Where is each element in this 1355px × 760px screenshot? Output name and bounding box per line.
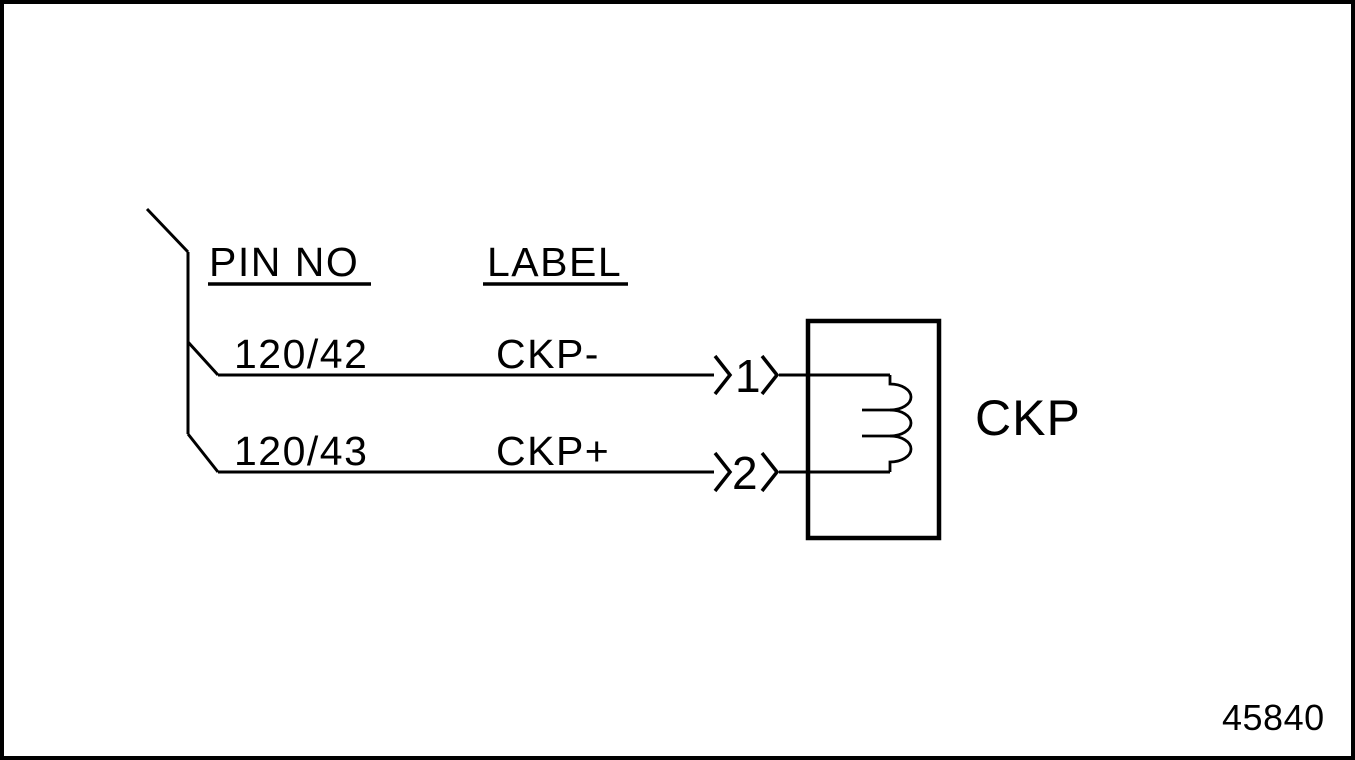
row1-label: CKP- xyxy=(496,331,600,377)
wire-ckp-plus xyxy=(186,433,714,474)
row1-pin-no: 120/42 xyxy=(234,331,369,377)
wire-ckp-minus xyxy=(186,340,714,377)
row2-pin-no: 120/43 xyxy=(234,428,369,474)
pin-no-header: PIN NO xyxy=(209,239,360,285)
pin-2-connector-chevrons xyxy=(713,451,890,493)
inductor-coil-symbol xyxy=(862,375,913,472)
component-label: CKP xyxy=(975,390,1081,446)
row2-label: CKP+ xyxy=(496,428,611,474)
harness-leader-line xyxy=(145,207,190,434)
component-box xyxy=(805,318,942,541)
figure-number: 45840 xyxy=(1222,697,1325,738)
connector-pin-2-number: 2 xyxy=(732,447,758,499)
connector-pin-1-number: 1 xyxy=(735,350,761,402)
label-header: LABEL xyxy=(487,239,623,285)
wiring-linework xyxy=(145,207,942,541)
pin-1-connector-chevrons xyxy=(713,354,890,396)
